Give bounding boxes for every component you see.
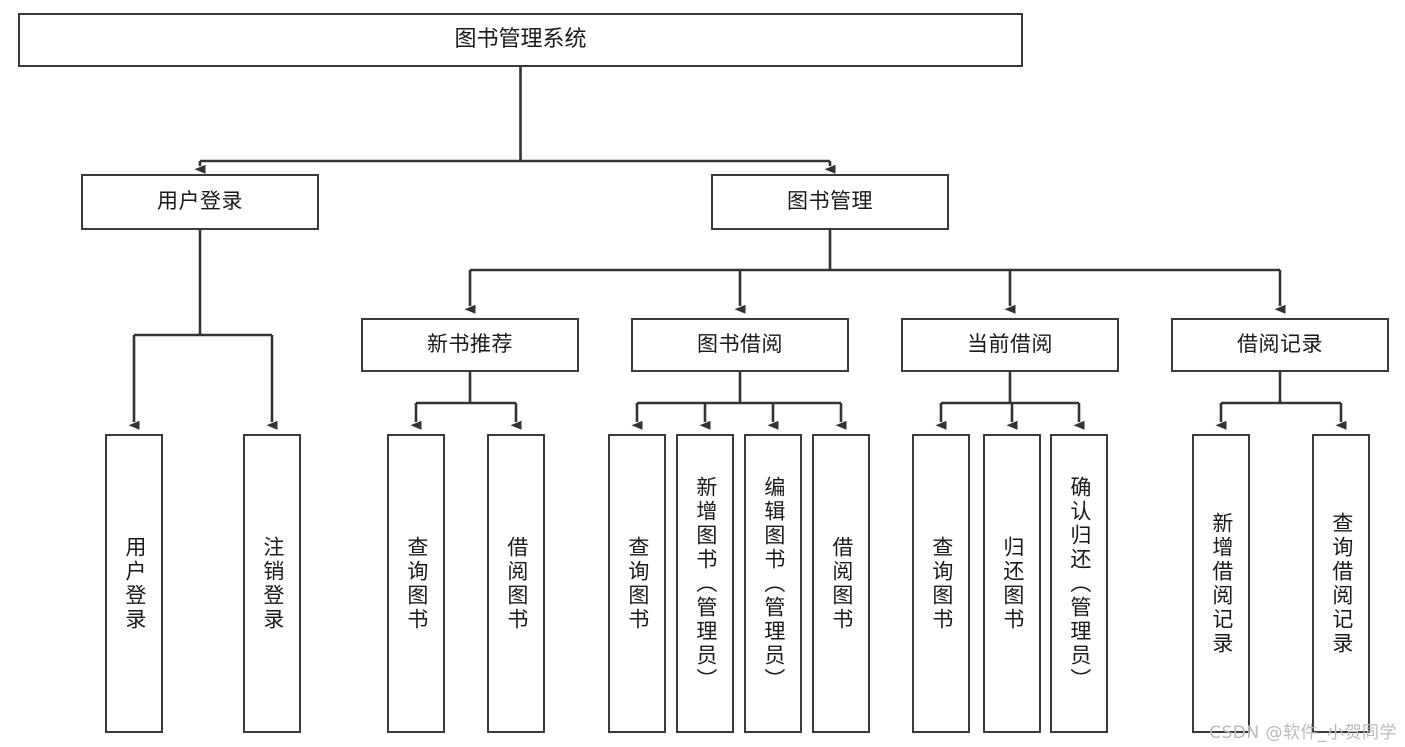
node-book-manage[interactable]: 图书管理 <box>711 174 949 230</box>
leaf-user-login-label: 用户登录 <box>122 535 147 632</box>
node-book-borrow[interactable]: 图书借阅 <box>631 318 849 372</box>
leaf-user-login[interactable]: 用户登录 <box>105 434 163 733</box>
leaf-query-book-borrow-label: 查询图书 <box>625 535 650 632</box>
csdn-watermark: CSDN @软件_小贺同学 <box>1209 723 1397 743</box>
node-book-borrow-label: 图书借阅 <box>697 332 783 357</box>
leaf-query-book-cur-label: 查询图书 <box>929 535 954 632</box>
leaf-query-book-cur[interactable]: 查询图书 <box>912 434 970 733</box>
node-user-login[interactable]: 用户登录 <box>81 174 319 230</box>
leaf-return-book-label: 归还图书 <box>1000 535 1025 632</box>
node-new-book-rec[interactable]: 新书推荐 <box>361 318 579 372</box>
node-new-book-rec-label: 新书推荐 <box>427 332 513 357</box>
leaf-query-record-label: 查询借阅记录 <box>1329 511 1354 656</box>
node-root[interactable]: 图书管理系统 <box>18 13 1023 67</box>
leaf-add-book-label: 新增图书（管理员） <box>693 475 718 692</box>
node-book-manage-label: 图书管理 <box>787 189 873 214</box>
leaf-query-book-borrow[interactable]: 查询图书 <box>608 434 666 733</box>
leaf-add-record-label: 新增借阅记录 <box>1209 511 1234 656</box>
leaf-query-book-rec-label: 查询图书 <box>404 535 429 632</box>
node-current-borrow-label: 当前借阅 <box>967 332 1053 357</box>
leaf-edit-book-label: 编辑图书（管理员） <box>761 475 786 692</box>
node-borrow-record[interactable]: 借阅记录 <box>1171 318 1389 372</box>
node-user-login-label: 用户登录 <box>157 189 243 214</box>
leaf-borrow-book-rec[interactable]: 借阅图书 <box>487 434 545 733</box>
leaf-add-record[interactable]: 新增借阅记录 <box>1192 434 1250 733</box>
leaf-borrow-book-rec-label: 借阅图书 <box>504 535 529 632</box>
leaf-borrow-book-label: 借阅图书 <box>829 535 854 632</box>
leaf-query-record[interactable]: 查询借阅记录 <box>1312 434 1370 733</box>
leaf-logout[interactable]: 注销登录 <box>243 434 301 733</box>
leaf-edit-book[interactable]: 编辑图书（管理员） <box>744 434 802 733</box>
node-borrow-record-label: 借阅记录 <box>1237 332 1323 357</box>
node-root-label: 图书管理系统 <box>454 26 587 52</box>
leaf-query-book-rec[interactable]: 查询图书 <box>387 434 445 733</box>
leaf-logout-label: 注销登录 <box>260 535 285 632</box>
leaf-return-book[interactable]: 归还图书 <box>983 434 1041 733</box>
leaf-borrow-book[interactable]: 借阅图书 <box>812 434 870 733</box>
leaf-confirm-return[interactable]: 确认归还（管理员） <box>1050 434 1108 733</box>
node-current-borrow[interactable]: 当前借阅 <box>901 318 1119 372</box>
leaf-add-book[interactable]: 新增图书（管理员） <box>676 434 734 733</box>
leaf-confirm-return-label: 确认归还（管理员） <box>1067 475 1092 692</box>
